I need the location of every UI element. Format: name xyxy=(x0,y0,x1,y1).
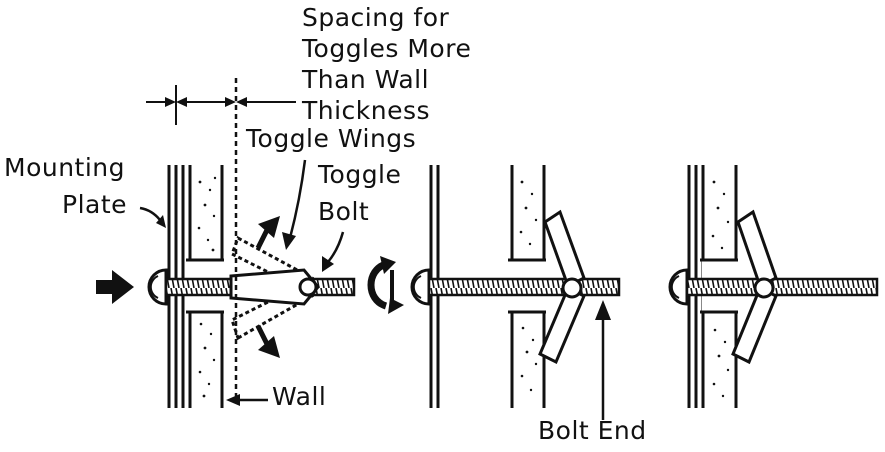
toggle-bolt-label-line-1: Toggle xyxy=(318,160,402,189)
bolt-end-label: Bolt End xyxy=(538,416,647,445)
spacing-dimension xyxy=(146,78,296,402)
toggle-bolt-label-line-2: Bolt xyxy=(318,197,370,226)
mounting-plate-label-line-2: Plate xyxy=(62,190,128,219)
spacing-label-line-1: Spacing for xyxy=(302,3,450,32)
mounting-plate-label-line-1: Mounting xyxy=(4,153,126,182)
panel-2-toggle-opening xyxy=(410,165,621,420)
toggle-body-closed xyxy=(229,268,320,306)
leader-lines-panel-1 xyxy=(139,159,345,406)
rotation-icon xyxy=(367,256,404,314)
wall-label: Wall xyxy=(272,382,327,411)
toggle-wings-label: Toggle Wings xyxy=(246,124,417,153)
spacing-label-line-4: Thickness xyxy=(302,96,431,125)
wing-spread-arrow-down-icon xyxy=(255,324,280,358)
wing-spread-arrow-up-icon xyxy=(255,216,280,250)
push-arrow-icon xyxy=(96,270,134,304)
panel-1-inserted-toggle xyxy=(96,165,404,408)
spacing-label-line-2: Toggles More xyxy=(302,34,472,63)
panel-3-toggle-tightened xyxy=(668,165,879,408)
bolt-end-arrow xyxy=(595,300,611,420)
spacing-label: Spacing for Toggles More Than Wall Thick… xyxy=(302,2,471,126)
spacing-label-line-3: Than Wall xyxy=(302,65,430,94)
